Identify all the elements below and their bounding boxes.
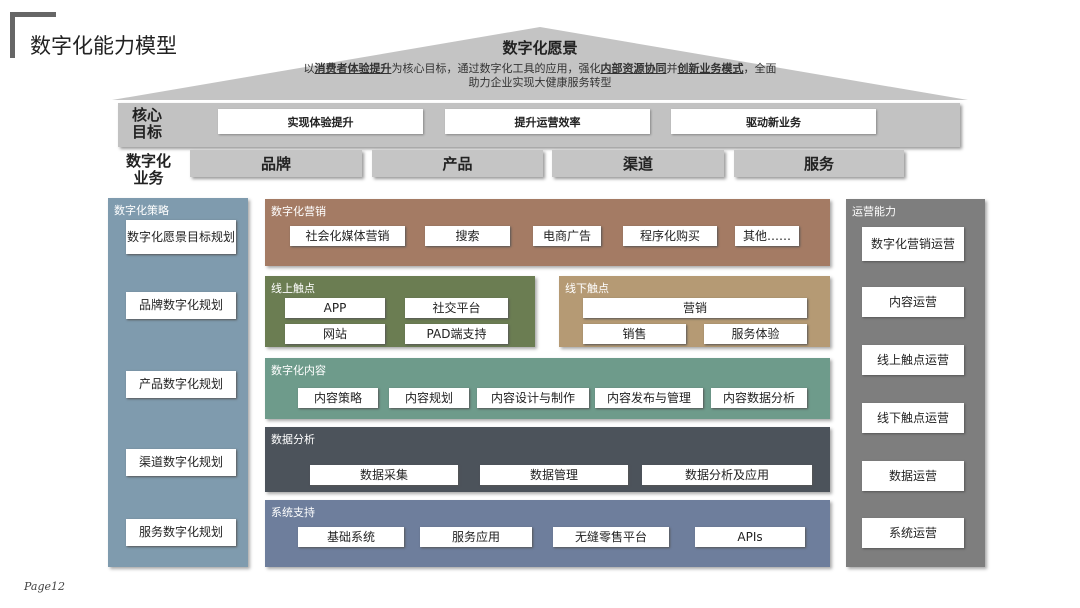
goal-item: 提升运营效率 bbox=[445, 109, 650, 134]
data-item: 数据分析及应用 bbox=[642, 465, 812, 485]
vision-text: 并 bbox=[666, 62, 678, 75]
offline-title: 线下触点 bbox=[565, 282, 609, 295]
operations-panel: 运营能力 数字化营销运营 内容运营 线上触点运营 线下触点运营 数据运营 系统运… bbox=[846, 199, 985, 567]
online-item: APP bbox=[285, 298, 385, 318]
data-item: 数据采集 bbox=[310, 465, 458, 485]
marketing-item: 社会化媒体营销 bbox=[290, 226, 405, 246]
vision-highlight: 内部资源协同 bbox=[600, 62, 667, 75]
system-support-panel: 系统支持 基础系统 服务应用 无缝零售平台 APIs bbox=[265, 500, 830, 567]
vision-roof bbox=[112, 27, 968, 100]
vision-title: 数字化愿景 bbox=[502, 39, 578, 57]
offline-touchpoints-panel: 线下触点 营销 销售 服务体验 bbox=[559, 276, 830, 347]
marketing-panel: 数字化营销 社会化媒体营销 搜索 电商广告 程序化购买 其他…… bbox=[265, 199, 830, 266]
content-item: 内容策略 bbox=[298, 388, 378, 408]
business-item: 产品 bbox=[372, 150, 543, 177]
core-goals-bar: 核心 目标 实现体验提升 提升运营效率 驱动新业务 bbox=[118, 103, 960, 147]
system-item: 服务应用 bbox=[420, 527, 532, 547]
strategy-panel: 数字化策略 数字化愿景目标规划 品牌数字化规划 产品数字化规划 渠道数字化规划 … bbox=[108, 198, 248, 567]
digital-business-label: 数字化 业务 bbox=[126, 152, 172, 187]
core-goals-label: 核心 目标 bbox=[132, 106, 163, 141]
content-item: 内容发布与管理 bbox=[595, 388, 703, 408]
vision-highlight: 创新业务模式 bbox=[677, 62, 744, 75]
strategy-item: 产品数字化规划 bbox=[126, 371, 236, 398]
data-analysis-panel: 数据分析 数据采集 数据管理 数据分析及应用 bbox=[265, 427, 830, 492]
title-bracket-decoration bbox=[10, 12, 56, 58]
online-item: PAD端支持 bbox=[405, 324, 508, 344]
operations-title: 运营能力 bbox=[852, 205, 896, 218]
vision-text: 为核心目标，通过数字化工具的应用，强化 bbox=[391, 62, 601, 75]
operations-item: 系统运营 bbox=[862, 518, 964, 548]
vision-description: 以消费者体验提升为核心目标，通过数字化工具的应用，强化内部资源协同并创新业务模式… bbox=[300, 62, 780, 90]
system-item: 基础系统 bbox=[298, 527, 404, 547]
vision-text: ，全面助力企业实现大健康服务转型 bbox=[468, 62, 777, 89]
offline-item: 销售 bbox=[583, 324, 686, 344]
content-item: 内容数据分析 bbox=[711, 388, 807, 408]
operations-item: 内容运营 bbox=[862, 287, 964, 317]
offline-item: 营销 bbox=[583, 298, 807, 318]
data-title: 数据分析 bbox=[271, 433, 315, 446]
content-item: 内容规划 bbox=[389, 388, 469, 408]
system-title: 系统支持 bbox=[271, 506, 315, 519]
system-item: APIs bbox=[695, 527, 805, 547]
online-item: 社交平台 bbox=[405, 298, 508, 318]
strategy-title: 数字化策略 bbox=[114, 204, 169, 217]
offline-item: 服务体验 bbox=[704, 324, 807, 344]
online-touchpoints-panel: 线上触点 APP 社交平台 网站 PAD端支持 bbox=[265, 276, 535, 347]
data-item: 数据管理 bbox=[480, 465, 628, 485]
strategy-item: 服务数字化规划 bbox=[126, 519, 236, 546]
strategy-item: 数字化愿景目标规划 bbox=[126, 220, 236, 254]
goal-item: 实现体验提升 bbox=[218, 109, 423, 134]
content-panel: 数字化内容 内容策略 内容规划 内容设计与制作 内容发布与管理 内容数据分析 bbox=[265, 358, 830, 419]
page-number: Page12 bbox=[24, 580, 66, 593]
page-title: 数字化能力模型 bbox=[30, 34, 177, 58]
vision-highlight: 消费者体验提升 bbox=[314, 62, 392, 75]
operations-item: 线上触点运营 bbox=[862, 345, 964, 375]
strategy-item: 渠道数字化规划 bbox=[126, 449, 236, 476]
operations-item: 数字化营销运营 bbox=[862, 227, 964, 261]
marketing-item: 电商广告 bbox=[533, 226, 601, 246]
vision-text: 以 bbox=[303, 62, 315, 75]
marketing-item: 搜索 bbox=[425, 226, 510, 246]
strategy-item: 品牌数字化规划 bbox=[126, 292, 236, 319]
business-item: 渠道 bbox=[552, 150, 724, 177]
business-item: 品牌 bbox=[190, 150, 362, 177]
online-title: 线上触点 bbox=[271, 282, 315, 295]
marketing-item: 程序化购买 bbox=[623, 226, 717, 246]
online-item: 网站 bbox=[285, 324, 385, 344]
system-item: 无缝零售平台 bbox=[553, 527, 669, 547]
content-title: 数字化内容 bbox=[271, 364, 326, 377]
operations-item: 数据运营 bbox=[862, 461, 964, 491]
goal-item: 驱动新业务 bbox=[671, 109, 876, 134]
business-item: 服务 bbox=[734, 150, 904, 177]
marketing-item: 其他…… bbox=[735, 226, 799, 246]
marketing-title: 数字化营销 bbox=[271, 205, 326, 218]
content-item: 内容设计与制作 bbox=[477, 388, 589, 408]
operations-item: 线下触点运营 bbox=[862, 403, 964, 433]
